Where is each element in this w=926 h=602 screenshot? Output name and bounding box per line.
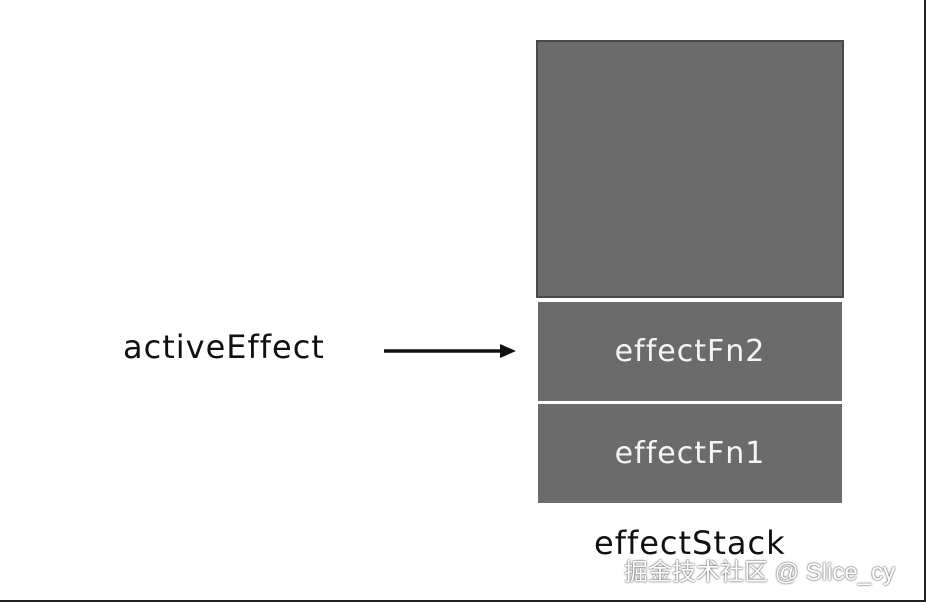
effect-stack-label: effectStack [594, 524, 786, 562]
stack-item-bottom-label: effectFn1 [614, 436, 766, 471]
stack-item-top: effectFn2 [538, 302, 842, 401]
pointer-arrow-icon [384, 344, 516, 358]
stack-item-bottom: effectFn1 [538, 404, 842, 503]
watermark: 掘金技术社区 @ Slice_cy [624, 559, 896, 586]
stack-empty-space [536, 40, 844, 298]
active-effect-label: activeEffect [123, 328, 325, 366]
stack-item-top-label: effectFn2 [614, 334, 766, 369]
arrow-head [500, 344, 516, 358]
